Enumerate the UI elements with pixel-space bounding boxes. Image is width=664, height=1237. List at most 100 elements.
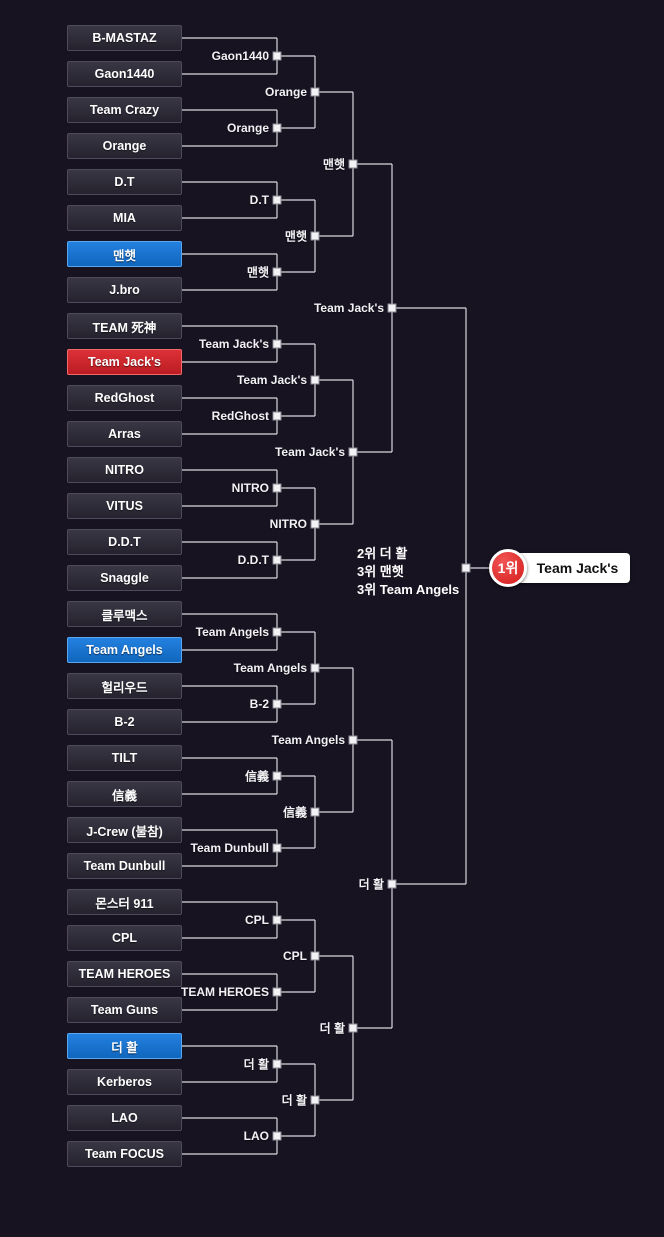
junction-node-icon [272, 987, 282, 997]
junction-node-icon [272, 915, 282, 925]
junction-node-icon [310, 375, 320, 385]
junction-node-icon [272, 51, 282, 61]
winner-label-winners_2-2: 더 활 [358, 877, 384, 892]
junction-node-icon [272, 555, 282, 565]
team-box-11: RedGhost [67, 385, 182, 411]
team-box-21: TILT [67, 745, 182, 771]
junction-node-icon [310, 519, 320, 529]
junction-node-icon [272, 267, 282, 277]
winner-label-winners_4-3: Team Angels [271, 733, 345, 747]
winner-label-winners_8-5: Team Angels [233, 661, 307, 675]
winner-label-winners_16-8: D.D.T [237, 553, 269, 567]
team-box-22: 信義 [67, 781, 182, 807]
winner-label-winners_8-3: Team Jack's [236, 373, 307, 387]
junction-node-icon [272, 483, 282, 493]
champion-rank-badge: 1위 [489, 549, 527, 587]
team-box-15: D.D.T [67, 529, 182, 555]
team-box-31: LAO [67, 1105, 182, 1131]
junction-node-icon [272, 339, 282, 349]
junction-node-icon [272, 699, 282, 709]
winner-label-winners_4-1: 맨햇 [322, 157, 345, 172]
winner-label-winners_8-1: Orange [264, 85, 307, 99]
standing-line-1: 2위 더 활 [357, 546, 408, 561]
winner-label-winners_16-5: Team Jack's [198, 337, 269, 351]
champion-rank-label: 1위 [497, 560, 519, 576]
winner-label-winners_16-10: B-2 [249, 697, 269, 711]
junction-node-icon [272, 627, 282, 637]
winner-label-winners_16-1: Gaon1440 [211, 49, 269, 63]
winner-label-winners_16-11: 信義 [244, 769, 269, 784]
junction-node-icon [348, 447, 358, 457]
winner-label-winners_16-9: Team Angels [195, 625, 269, 639]
team-box-14: VITUS [67, 493, 182, 519]
team-box-3: Team Crazy [67, 97, 182, 123]
team-box-28: Team Guns [67, 997, 182, 1023]
winner-label-winners_8-6: 信義 [282, 805, 307, 820]
winner-label-winners_8-2: 맨햇 [284, 229, 307, 244]
team-box-30: Kerberos [67, 1069, 182, 1095]
junction-node-icon [272, 123, 282, 133]
junction-node-icon [310, 87, 320, 97]
team-box-27: TEAM HEROES [67, 961, 182, 987]
team-box-8: J.bro [67, 277, 182, 303]
winner-label-winners_16-6: RedGhost [211, 409, 269, 423]
team-box-7: 맨햇 [67, 241, 182, 267]
winner-label-winners_8-7: CPL [283, 949, 307, 963]
team-box-24: Team Dunbull [67, 853, 182, 879]
junction-node-icon [310, 231, 320, 241]
junction-node-icon [348, 159, 358, 169]
winner-label-winners_16-2: Orange [226, 121, 269, 135]
junction-node-icon [272, 1059, 282, 1069]
winner-label-winners_8-4: NITRO [269, 517, 307, 531]
team-box-13: NITRO [67, 457, 182, 483]
team-box-20: B-2 [67, 709, 182, 735]
team-box-6: MIA [67, 205, 182, 231]
standing-line-2: 3위 맨햇 [357, 564, 404, 579]
champion-node-icon [461, 563, 471, 573]
team-box-23: J-Crew (불참) [67, 817, 182, 843]
winner-label-winners_16-16: LAO [243, 1129, 269, 1143]
winner-label-winners_8-8: 더 활 [281, 1093, 307, 1108]
team-box-29: 더 활 [67, 1033, 182, 1059]
junction-node-icon [387, 303, 397, 313]
junction-node-icon [387, 879, 397, 889]
team-box-10: Team Jack's [67, 349, 182, 375]
winner-label-winners_4-2: Team Jack's [274, 445, 345, 459]
junction-node-icon [272, 411, 282, 421]
final-standings: 2위 더 활 3위 맨햇 3위 Team Angels [357, 545, 459, 599]
winner-label-winners_16-13: CPL [245, 913, 269, 927]
team-box-17: 클루맥스 [67, 601, 182, 627]
team-box-19: 헐리우드 [67, 673, 182, 699]
winner-label-winners_16-12: Team Dunbull [190, 841, 269, 855]
standing-line-3: 3위 Team Angels [357, 582, 460, 597]
team-box-5: D.T [67, 169, 182, 195]
junction-node-icon [272, 195, 282, 205]
junction-node-icon [348, 1023, 358, 1033]
winner-label-winners_16-3: D.T [249, 193, 269, 207]
team-box-25: 몬스터 911 [67, 889, 182, 915]
team-box-16: Snaggle [67, 565, 182, 591]
winner-label-winners_16-7: NITRO [231, 481, 269, 495]
winner-label-winners_16-4: 맨햇 [246, 265, 269, 280]
team-box-9: TEAM 死神 [67, 313, 182, 339]
team-box-1: B-MASTAZ [67, 25, 182, 51]
team-box-2: Gaon1440 [67, 61, 182, 87]
champion-name: Team Jack's [536, 560, 619, 576]
team-box-32: Team FOCUS [67, 1141, 182, 1167]
junction-node-icon [272, 1131, 282, 1141]
junction-node-icon [310, 951, 320, 961]
team-box-12: Arras [67, 421, 182, 447]
junction-node-icon [348, 735, 358, 745]
winner-label-winners_16-14: TEAM HEROES [180, 985, 269, 999]
junction-node-icon [272, 771, 282, 781]
team-box-18: Team Angels [67, 637, 182, 663]
junction-node-icon [310, 1095, 320, 1105]
team-box-4: Orange [67, 133, 182, 159]
junction-node-icon [272, 843, 282, 853]
junction-node-icon [310, 663, 320, 673]
winner-label-winners_16-15: 더 활 [243, 1057, 269, 1072]
winner-label-winners_4-4: 더 활 [319, 1021, 345, 1036]
winner-label-winners_2-1: Team Jack's [313, 301, 384, 315]
team-box-26: CPL [67, 925, 182, 951]
